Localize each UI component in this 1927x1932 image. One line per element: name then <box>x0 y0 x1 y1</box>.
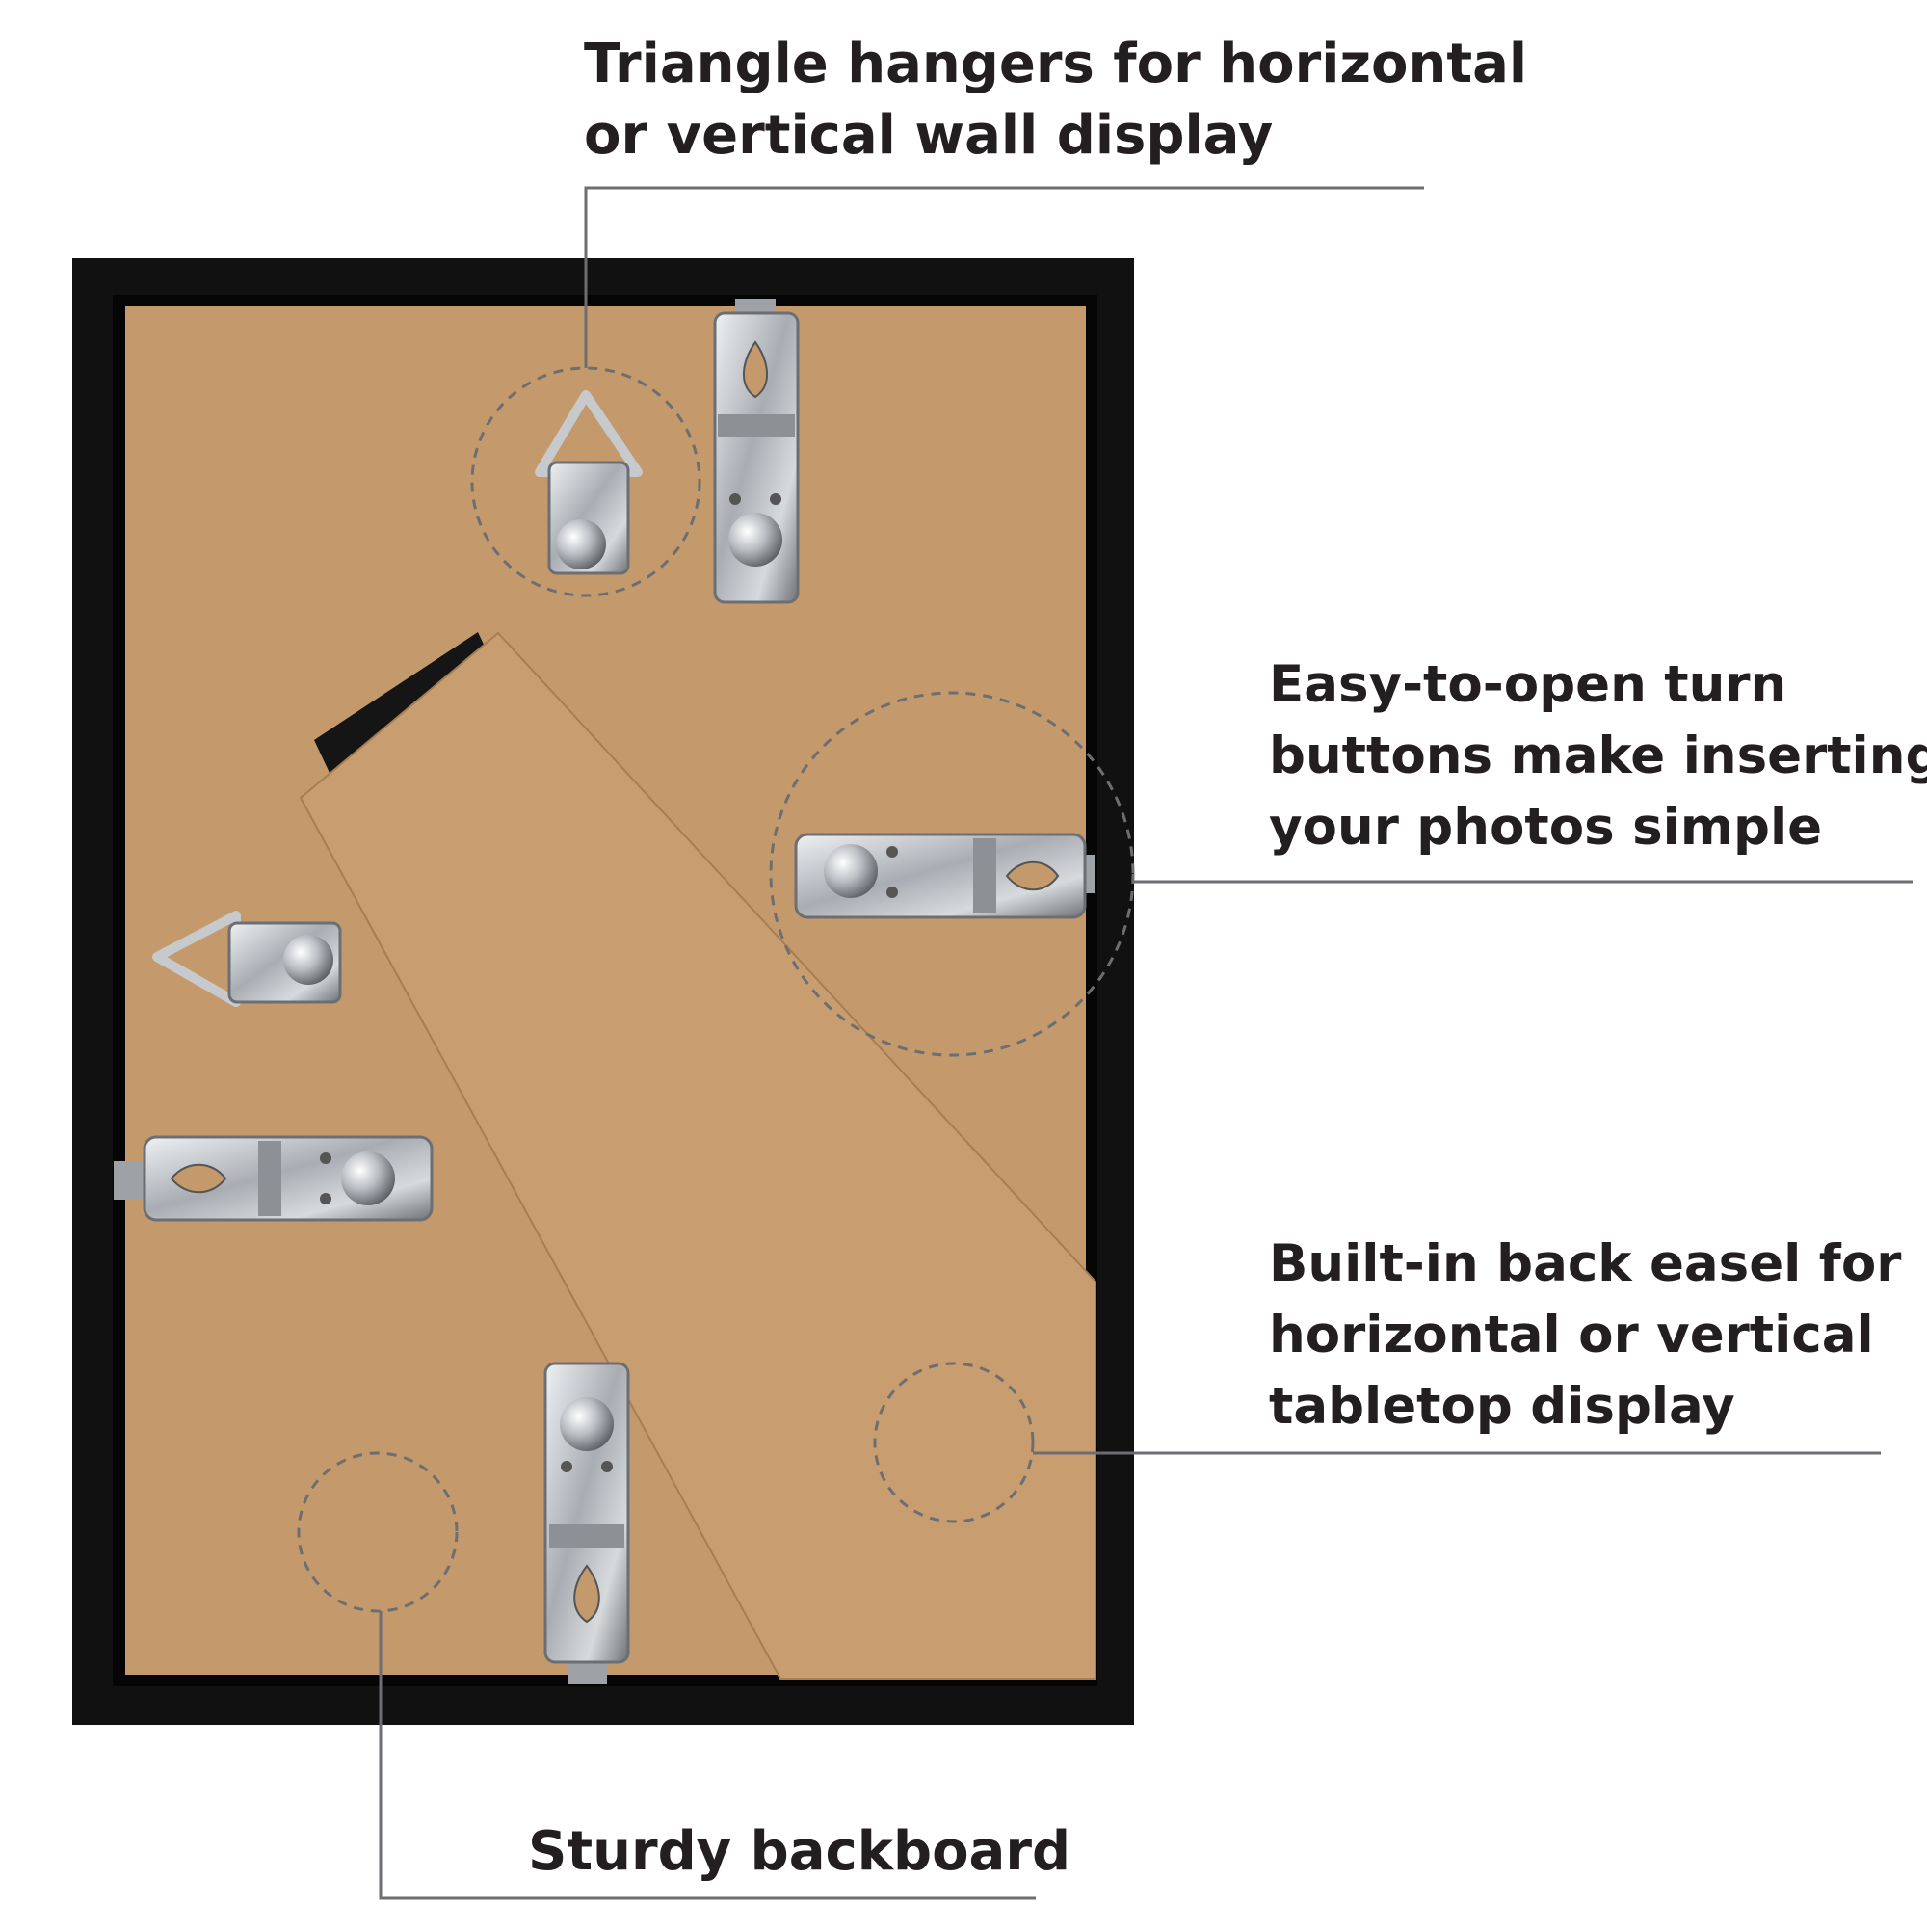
callout-line: tabletop display <box>1269 1377 1735 1436</box>
callout-line: buttons make inserting <box>1269 727 1927 785</box>
triangle-hanger-icon <box>152 911 342 1007</box>
callout-backboard: Sturdy backboard <box>528 1816 1070 1888</box>
callout-line: your photos simple <box>1269 798 1823 857</box>
triangle-hanger-icon <box>535 390 643 575</box>
callout-back-easel: Built-in back easel for horizontal or ve… <box>1269 1229 1901 1442</box>
easel-strap <box>314 632 493 773</box>
leader-line-backboard <box>379 1611 1036 1900</box>
highlight-circle-easel <box>873 1362 1035 1523</box>
highlight-circle-backboard <box>297 1451 459 1613</box>
turn-button-icon <box>114 1135 434 1222</box>
turn-button-icon <box>794 833 1095 919</box>
callout-turn-buttons: Easy-to-open turn buttons make inserting… <box>1269 649 1927 863</box>
callout-line: Easy-to-open turn <box>1269 655 1787 714</box>
leader-line-hanger <box>584 186 1424 368</box>
easel-panel <box>299 631 1096 1680</box>
highlight-circle-turn-button <box>769 691 1135 1057</box>
callout-line: or vertical wall display <box>584 104 1274 167</box>
highlight-circle-hanger <box>470 366 701 597</box>
callout-line: Sturdy backboard <box>528 1820 1071 1883</box>
turn-button-icon <box>713 299 800 604</box>
callout-line: Triangle hangers for horizontal <box>584 33 1528 95</box>
callout-triangle-hangers: Triangle hangers for horizontal or verti… <box>584 29 1527 172</box>
turn-button-icon <box>543 1362 630 1684</box>
callout-line: horizontal or vertical <box>1269 1306 1874 1364</box>
callout-line: Built-in back easel for <box>1269 1234 1902 1293</box>
